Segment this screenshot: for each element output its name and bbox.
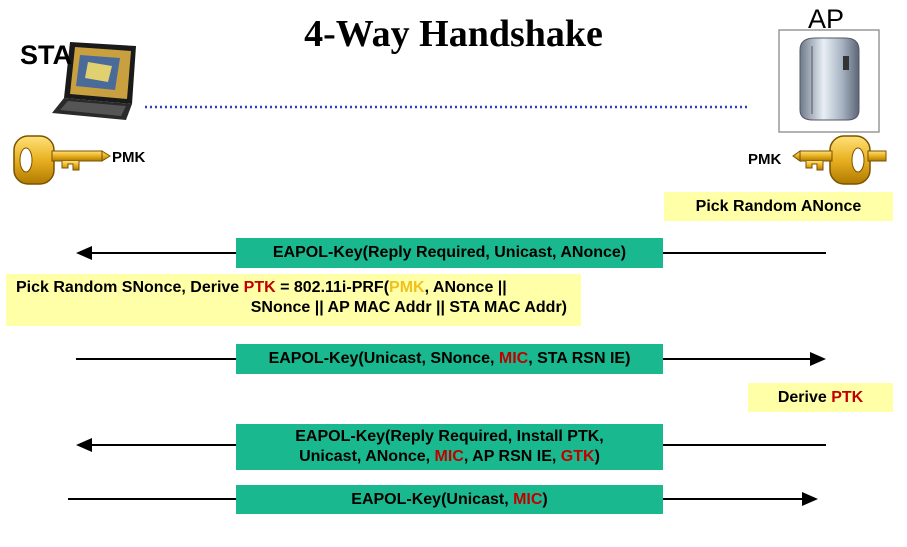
message-3-box: EAPOL-Key(Reply Required, Install PTK, U…: [236, 424, 663, 470]
ap-pick-anonce-note: Pick Random ANonce: [664, 192, 893, 221]
sta-note-line-2: SNonce || AP MAC Addr || STA MAC Addr): [250, 299, 567, 316]
sta-pmk-label: PMK: [112, 149, 146, 166]
message-4-text: EAPOL-Key(Unicast, MIC): [351, 490, 548, 508]
message-4-box: EAPOL-Key(Unicast, MIC): [236, 485, 663, 514]
ap-key-icon: [792, 135, 887, 185]
page-title: 4-Way Handshake: [304, 13, 603, 55]
sta-derive-ptk-note: Pick Random SNonce, Derive PTK = 802.11i…: [6, 274, 581, 326]
sta-label: STA: [20, 40, 72, 70]
access-point-icon: [778, 29, 880, 133]
ap-pmk-label: PMK: [748, 151, 782, 168]
message-3-text: EAPOL-Key(Reply Required, Install PTK, U…: [295, 428, 604, 465]
message-2-box: EAPOL-Key(Unicast, SNonce, MIC, STA RSN …: [236, 344, 663, 374]
message-1-box: EAPOL-Key(Reply Required, Unicast, ANonc…: [236, 238, 663, 268]
ap-derive-ptk-note: Derive PTK: [748, 383, 893, 412]
sta-key-icon: [13, 135, 111, 185]
sta-note-line-1: Pick Random SNonce, Derive PTK = 802.11i…: [16, 279, 507, 296]
message-2-text: EAPOL-Key(Unicast, SNonce, MIC, STA RSN …: [268, 350, 631, 367]
laptop-icon: [52, 42, 136, 120]
ap-label: AP: [808, 4, 845, 34]
message-1-text: EAPOL-Key(Reply Required, Unicast, ANonc…: [272, 244, 627, 261]
